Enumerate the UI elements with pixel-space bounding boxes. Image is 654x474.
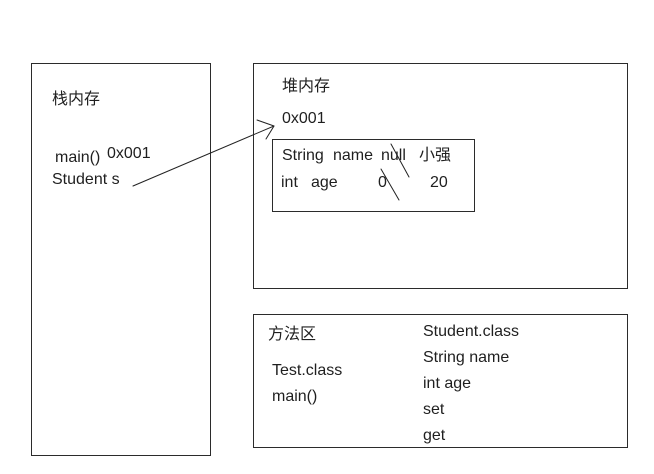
method-area-title: 方法区 [268, 326, 317, 343]
name-field-new-value: 小强 [419, 147, 452, 164]
stack-address-value: 0x001 [107, 145, 151, 162]
name-field-type-label: String [282, 147, 324, 164]
stack-memory-title: 栈内存 [52, 91, 101, 108]
age-field-type-label: int [281, 174, 298, 191]
name-field-old-value: null [381, 147, 406, 164]
method-area-box: 方法区 Test.class main() Student.class Stri… [253, 314, 628, 448]
stack-memory-box: 栈内存 main() 0x001 Student s [31, 63, 211, 456]
student-object-box: String name null 小强 int age 0 20 [272, 139, 475, 212]
class-member-set: set [423, 401, 445, 418]
class-member-string-name: String name [423, 349, 510, 366]
main-method-label: main() [272, 388, 318, 405]
name-field-name-label: name [333, 147, 374, 164]
age-field-old-value: 0 [378, 174, 387, 191]
class-member-get: get [423, 427, 446, 444]
age-field-name-label: age [311, 174, 338, 191]
test-class-label: Test.class [272, 362, 343, 379]
stack-frame-method-label: main() [55, 149, 101, 166]
age-field-new-value: 20 [430, 174, 448, 191]
heap-memory-title: 堆内存 [282, 78, 331, 95]
heap-address-value: 0x001 [282, 110, 326, 127]
class-member-int-age: int age [423, 375, 472, 392]
stack-variable-label: Student s [52, 171, 120, 188]
class-member-student-class: Student.class [423, 323, 520, 340]
class-member-list: Student.class String name int age set ge… [423, 319, 519, 449]
